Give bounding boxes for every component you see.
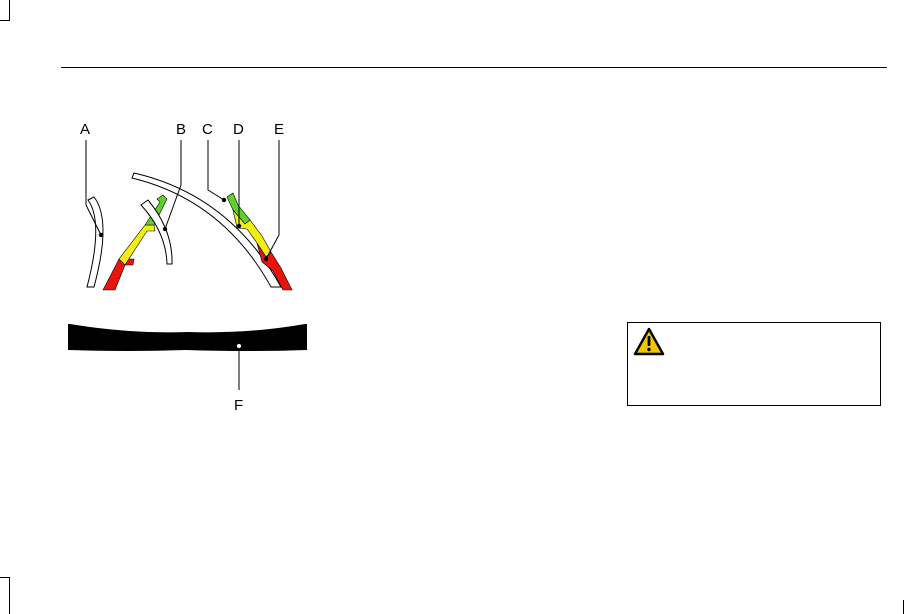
callout-dot-a	[98, 232, 104, 238]
warning-box	[627, 322, 881, 406]
guideline-a-left-outer	[86, 196, 104, 288]
callout-label-a: A	[80, 121, 90, 138]
callout-label-f: F	[234, 397, 243, 414]
guideline-b-center	[140, 199, 173, 265]
crop-mark-bottom-left-v	[9, 577, 10, 614]
callout-dot-c	[221, 197, 227, 203]
callout-dot-d	[236, 223, 242, 229]
left-yellow-segment	[118, 224, 156, 266]
callout-dot-b	[162, 226, 168, 232]
callout-label-c: C	[202, 121, 213, 138]
callout-dot-f	[235, 342, 243, 350]
callout-dots	[98, 197, 269, 262]
callout-label-b: B	[176, 121, 186, 138]
callout-label-d: D	[233, 121, 244, 138]
left-red-segment	[102, 258, 135, 291]
crop-mark-top-left-v	[9, 0, 10, 20]
crop-mark-top-left-h	[0, 20, 10, 21]
callout-label-e: E	[274, 121, 284, 138]
bumper-bar-f	[68, 324, 307, 351]
header-rule	[61, 67, 887, 68]
crop-mark-bottom-left-h	[0, 577, 10, 578]
warning-triangle-icon	[633, 327, 665, 356]
callout-leaders	[85, 140, 280, 390]
crop-mark-bottom-right-v	[903, 600, 904, 614]
callout-dot-e	[263, 256, 269, 262]
